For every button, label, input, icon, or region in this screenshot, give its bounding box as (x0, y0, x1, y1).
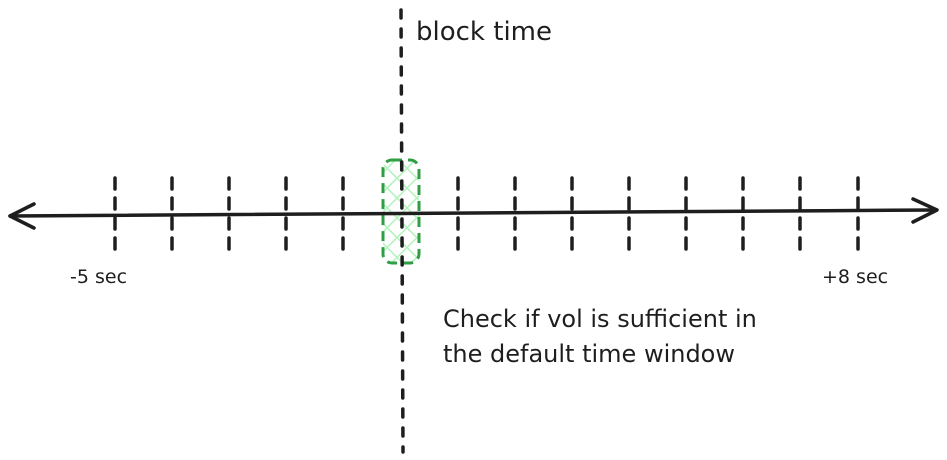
block-time-label: block time (416, 17, 552, 47)
block-time-line (399, 8, 405, 454)
timeline-axis (8, 208, 938, 218)
right-arrowhead (911, 197, 939, 224)
left-arrowhead (8, 202, 36, 230)
highlight-window (381, 158, 421, 265)
left-bound-label: -5 sec (70, 266, 127, 288)
tick-marks (113, 176, 860, 254)
note-line-2: the default time window (443, 340, 735, 368)
note-line-1: Check if vol is sufficient in (443, 305, 757, 333)
right-bound-label: +8 sec (822, 266, 888, 288)
